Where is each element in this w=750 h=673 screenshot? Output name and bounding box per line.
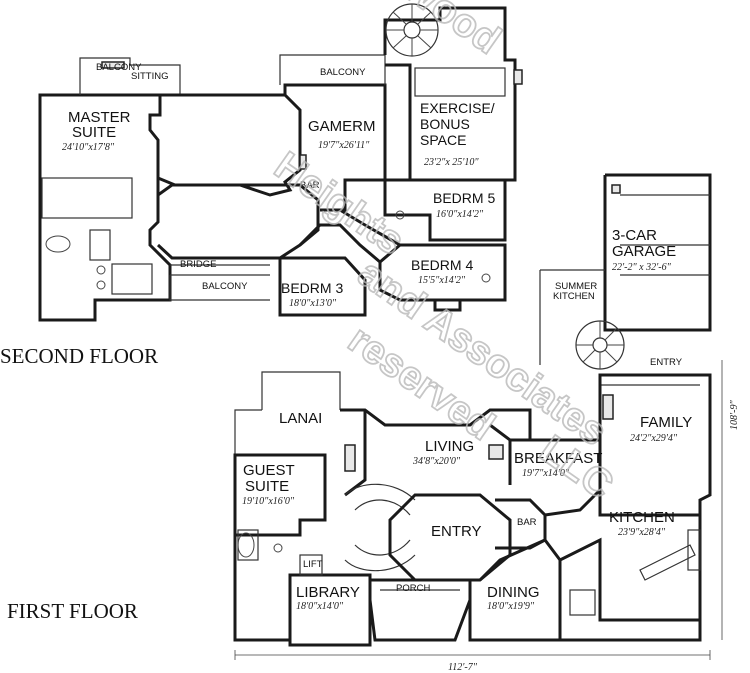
dim-kitchen: 23'9"x28'4"	[618, 527, 666, 538]
label-library: LIBRARY	[296, 584, 360, 601]
first-floor-plan	[233, 173, 723, 660]
label-family: FAMILY	[640, 414, 692, 431]
label-guest-suite-line1: GUEST	[243, 462, 295, 479]
label-garage-line2: GARAGE	[612, 243, 676, 260]
dim-family: 24'2"x29'4"	[630, 433, 678, 444]
label-balcony-top: BALCONY	[320, 67, 366, 78]
label-living: LIVING	[425, 438, 474, 455]
label-entry: ENTRY	[431, 523, 482, 540]
label-exercise-line3: SPACE	[420, 132, 466, 148]
label-gamerm: GAMERM	[308, 118, 376, 135]
first-floor-labels: 3-CAR GARAGE 22'-2" x 32'-6" SUMMER KITC…	[242, 227, 692, 612]
label-dining: DINING	[487, 584, 540, 601]
dim-garage: 22'-2" x 32'-6"	[612, 262, 672, 273]
dim-bedrm5: 16'0"x14'2"	[436, 209, 484, 220]
label-balcony-top-left: BALCONY	[96, 62, 142, 73]
label-guest-suite-line2: SUITE	[245, 478, 289, 495]
label-master-suite-line1: MASTER	[68, 109, 131, 126]
dim-library: 18'0"x14'0"	[296, 601, 344, 612]
label-bedrm3: BEDRM 3	[281, 280, 343, 296]
dim-exercise: 23'2"x 25'10"	[424, 157, 479, 168]
label-entry-small: ENTRY	[650, 357, 683, 368]
dim-guest-suite: 19'10"x16'0"	[242, 496, 295, 507]
label-porch: PORCH	[396, 583, 430, 594]
label-exercise-line2: BONUS	[420, 116, 470, 132]
label-sitting: SITTING	[131, 71, 168, 82]
dim-breakfast: 19'7"x14'0"	[522, 468, 570, 479]
label-lanai: LANAI	[279, 410, 322, 427]
label-breakfast: BREAKFAST	[514, 450, 602, 467]
label-master-suite-line2: SUITE	[72, 124, 116, 141]
label-kitchen: KITCHEN	[609, 509, 675, 526]
overall-dimensions: 112'-7" 108'-9"	[448, 400, 740, 673]
dim-overall-width: 112'-7"	[448, 662, 478, 673]
label-bar-second: BAR	[300, 180, 320, 191]
dim-living: 34'8"x20'0"	[412, 456, 461, 467]
dim-gamerm: 19'7"x26'11"	[318, 140, 370, 151]
label-bedrm4: BEDRM 4	[411, 257, 473, 273]
second-floor-labels: BALCONY SITTING BALCONY MASTER SUITE 24'…	[62, 62, 495, 309]
watermark-line2: Heights	[267, 144, 412, 264]
dim-bedrm4: 15'5"x14'2"	[418, 275, 466, 286]
label-exercise-line1: EXERCISE/	[420, 100, 495, 116]
dim-master-suite: 24'10"x17'8"	[62, 142, 115, 153]
floor-titles: SECOND FLOOR FIRST FLOOR	[0, 344, 158, 623]
label-bridge: BRIDGE	[180, 259, 216, 270]
dim-dining: 18'0"x19'9"	[487, 601, 535, 612]
label-garage-line1: 3-CAR	[612, 227, 657, 244]
label-bedrm5: BEDRM 5	[433, 190, 495, 206]
second-floor-title: SECOND FLOOR	[0, 344, 158, 368]
label-balcony-bottom: BALCONY	[202, 281, 248, 292]
label-bar-first: BAR	[517, 517, 537, 528]
second-floor-plan	[38, 3, 523, 322]
label-summer-kitchen-line2: KITCHEN	[553, 291, 595, 302]
label-lift: LIFT	[303, 559, 323, 570]
dim-bedrm3: 18'0"x13'0"	[289, 298, 337, 309]
first-floor-title: FIRST FLOOR	[7, 599, 138, 623]
label-summer-kitchen-line1: SUMMER	[555, 281, 597, 292]
dim-overall-depth: 108'-9"	[729, 400, 740, 430]
